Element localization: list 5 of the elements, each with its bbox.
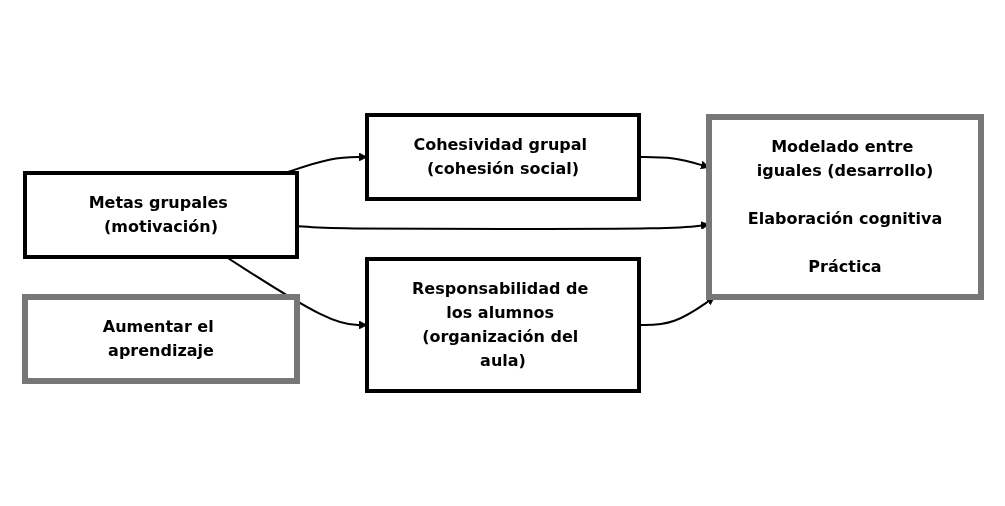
node-box: Cohesividad grupal (cohesión social) — [364, 113, 641, 201]
node-box: Aumentar el aprendizaje — [21, 294, 300, 384]
node-box: Metas grupales (motivación) — [22, 171, 299, 259]
node-box: Modelado entre iguales (desarrollo) Elaboración cognitiva Práctica — [705, 114, 984, 300]
node-box: Responsabilidad de los alumnos (organización del aula) — [364, 257, 641, 393]
